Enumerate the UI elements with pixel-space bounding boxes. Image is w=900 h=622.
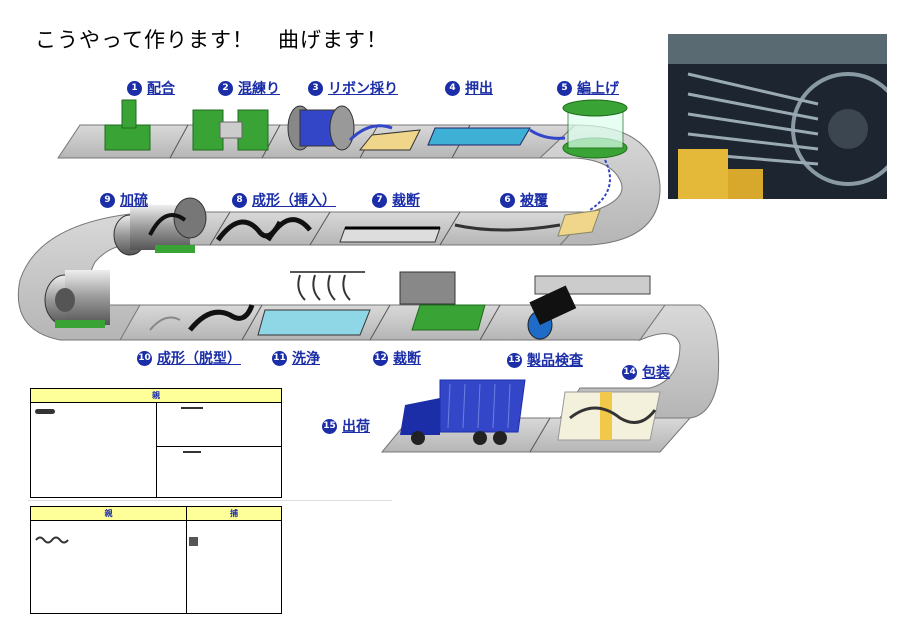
delivery-truck [400, 379, 526, 445]
vulcanizer [113, 197, 207, 256]
page-title: こうやって作ります！ 曲げます！ [35, 24, 412, 54]
step-15-text: 出荷 [342, 419, 370, 435]
step-14-label: 14 包装 [622, 362, 670, 382]
legend-divider [186, 521, 187, 613]
step-10-label: 10 成形（脱型） [137, 348, 241, 368]
packaging-box [557, 391, 661, 441]
factory-photo-art [668, 34, 887, 199]
step-3-number: 3 [308, 80, 323, 96]
title-main: こうやって作ります！ [35, 28, 254, 52]
step-1-text: 配合 [147, 81, 175, 97]
factory-photo [668, 34, 887, 199]
step-11-text: 洗浄 [292, 351, 320, 367]
step-7-number: 7 [372, 192, 387, 208]
step-11-number: 11 [272, 350, 287, 366]
machine-ribbon [287, 105, 421, 151]
legend-top-header: 親 [31, 389, 281, 403]
hose-sample-icon [181, 407, 203, 409]
legend-box-bottom: 親 捕 [30, 506, 282, 614]
step-5-number: 5 [557, 80, 572, 96]
step-12-label: 12 裁断 [373, 348, 421, 368]
divider-line [28, 500, 392, 501]
belt-row-3 [119, 304, 666, 341]
step-2-text: 混練り [238, 81, 280, 97]
step-8-text: 成形（挿入） [252, 193, 336, 209]
step-14-number: 14 [622, 364, 637, 380]
step-10-number: 10 [137, 350, 152, 366]
step-12-number: 12 [373, 350, 388, 366]
step-3-text: リボン採り [328, 81, 398, 97]
machine-compounding [104, 99, 151, 151]
step-5-text: 編上げ [577, 81, 619, 97]
belt-curve-right [538, 124, 661, 246]
step-11-label: 11 洗浄 [272, 348, 320, 368]
step-9-number: 9 [100, 192, 115, 208]
hoses-forming [215, 217, 312, 242]
step-7-label: 7 裁断 [372, 190, 420, 210]
machine-braiding [562, 99, 628, 211]
wavy-hose-icon [35, 536, 69, 544]
hoses-demold [149, 304, 255, 332]
step-6-number: 6 [500, 192, 515, 208]
step-1-label: 1 配合 [127, 78, 175, 98]
legend-bottom-right-header: 捕 [187, 507, 281, 521]
machine-inspection [527, 275, 651, 340]
machine-cutting [339, 227, 441, 243]
block-sample-icon [189, 537, 198, 546]
step-2-number: 2 [218, 80, 233, 96]
step-6-text: 被覆 [520, 193, 548, 209]
vulcanizer-left [44, 270, 110, 328]
step-4-number: 4 [445, 80, 460, 96]
step-10-text: 成形（脱型） [157, 351, 241, 367]
legend-box-top: 親 [30, 388, 282, 498]
machine-kneading [192, 109, 269, 151]
step-8-number: 8 [232, 192, 247, 208]
step-2-label: 2 混練り [218, 78, 280, 98]
hose-sample-icon [183, 451, 201, 453]
legend-divider [156, 403, 157, 497]
step-13-number: 13 [507, 352, 522, 368]
machine-extrusion [427, 127, 566, 146]
step-7-text: 裁断 [392, 193, 420, 209]
hose-sample-icon [35, 409, 55, 414]
step-12-text: 裁断 [393, 351, 421, 367]
step-4-label: 4 押出 [445, 78, 493, 98]
step-4-text: 押出 [465, 81, 493, 97]
step-13-text: 製品検査 [527, 353, 583, 369]
machine-washing [257, 271, 371, 336]
step-9-text: 加硫 [120, 193, 148, 209]
legend-bottom-headers: 親 捕 [31, 507, 281, 521]
step-13-label: 13 製品検査 [507, 350, 583, 370]
step-5-label: 5 編上げ [557, 78, 619, 98]
step-9-label: 9 加硫 [100, 190, 148, 210]
step-8-label: 8 成形（挿入） [232, 190, 336, 210]
title-sub: 曲げます！ [277, 28, 388, 52]
step-6-label: 6 被覆 [500, 190, 548, 210]
machine-trimming [399, 271, 486, 331]
step-15-number: 15 [322, 418, 337, 434]
step-3-label: 3 リボン採り [308, 78, 398, 98]
step-15-label: 15 出荷 [322, 416, 370, 436]
step-1-number: 1 [127, 80, 142, 96]
machine-coating [557, 209, 601, 237]
legend-divider [157, 446, 281, 447]
legend-bottom-left-header: 親 [31, 507, 187, 521]
step-14-text: 包装 [642, 365, 670, 381]
